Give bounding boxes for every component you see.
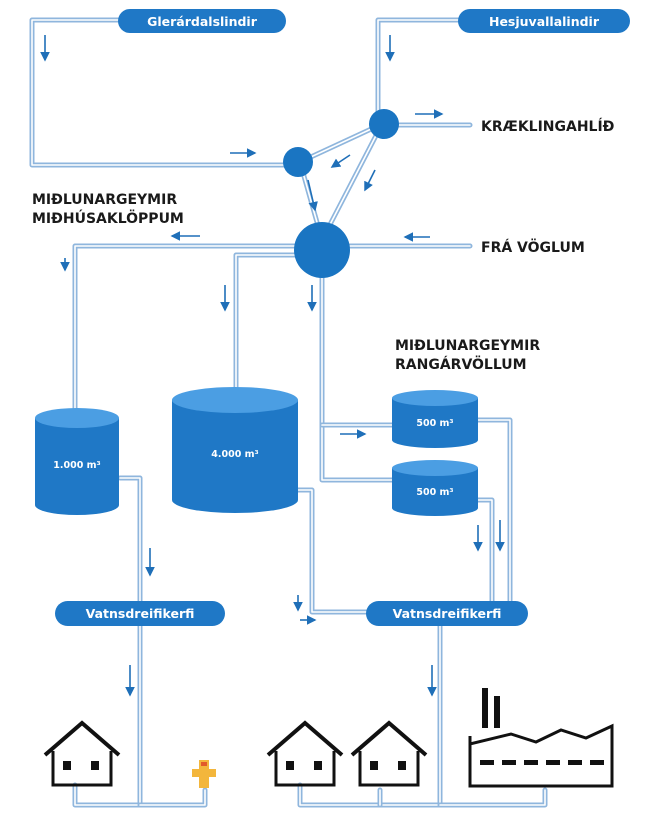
tank-500-bottom: 500 m³: [392, 460, 478, 516]
svg-text:500 m³: 500 m³: [416, 418, 453, 429]
distribution-left: Vatnsdreifikerfi: [55, 601, 225, 626]
svg-text:Hesjuvallalindir: Hesjuvallalindir: [489, 14, 600, 29]
source-hesjuvallalindir: Hesjuvallalindir: [458, 9, 630, 33]
factory-icon: [468, 688, 614, 788]
label-reservoir-right-2: RANGÁRVÖLLUM: [395, 355, 527, 373]
svg-text:500 m³: 500 m³: [416, 487, 453, 498]
house-icon: [43, 720, 121, 787]
flow-arrows: [40, 35, 505, 697]
junction-node-main: [294, 222, 350, 278]
pipe-network: [29, 17, 548, 808]
svg-text:Vatnsdreifikerfi: Vatnsdreifikerfi: [86, 606, 195, 621]
distribution-right: Vatnsdreifikerfi: [366, 601, 528, 626]
label-reservoir-left-2: MIÐHÚSAKLÖPPUM: [32, 209, 184, 227]
tank-4000: 4.000 m³: [172, 387, 298, 513]
label-kraeklingahlid: KRÆKLINGAHLÍÐ: [481, 118, 615, 135]
junction-node-left: [283, 147, 313, 177]
label-fra-voglum: FRÁ VÖGLUM: [481, 238, 585, 256]
label-reservoir-left-1: MIÐLUNARGEYMIR: [32, 192, 177, 208]
source-glerardalslindir: Glerárdalslindir: [118, 9, 286, 33]
house-icon: [350, 720, 428, 787]
hydrant-icon: [192, 760, 216, 788]
house-icon: [266, 720, 344, 787]
tank-1000: 1.000 m³: [35, 408, 119, 515]
svg-text:4.000 m³: 4.000 m³: [211, 449, 258, 460]
svg-text:Glerárdalslindir: Glerárdalslindir: [147, 14, 258, 29]
tank-500-top: 500 m³: [392, 390, 478, 448]
label-reservoir-right-1: MIÐLUNARGEYMIR: [395, 338, 540, 354]
svg-text:1.000 m³: 1.000 m³: [53, 460, 100, 471]
junction-node-right: [369, 109, 399, 139]
svg-text:Vatnsdreifikerfi: Vatnsdreifikerfi: [393, 606, 502, 621]
